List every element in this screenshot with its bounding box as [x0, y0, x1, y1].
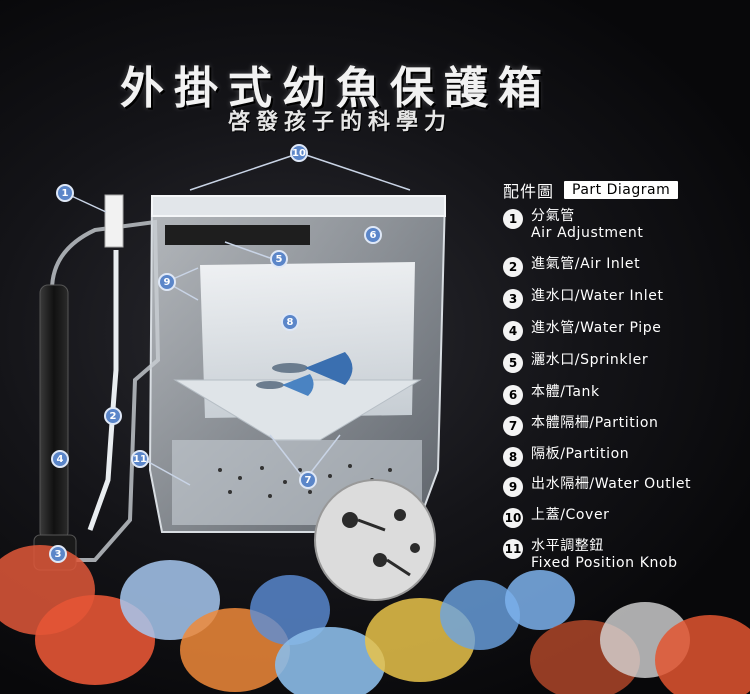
legend-label: 上蓋/Cover	[531, 507, 610, 523]
legend-item-9: 9 出水隔柵/Water Outlet	[503, 476, 691, 497]
legend-number: 10	[503, 508, 523, 528]
guppy-fish	[256, 352, 353, 396]
decorative-guppy-tails	[0, 545, 750, 694]
legend-label: 進氣管/Air Inlet	[531, 256, 641, 272]
part-legend: 配件圖 Part Diagram 1 分氣管 Air Adjustment 2 …	[503, 178, 743, 571]
legend-heading-en: Part Diagram	[564, 181, 679, 199]
callout-11: 11	[131, 450, 149, 468]
callout-7: 7	[299, 471, 317, 489]
legend-label-cn: 分氣管	[531, 208, 575, 224]
legend-label-cn: 水平調整鈕	[531, 538, 604, 554]
legend-item-11: 11 水平調整鈕 Fixed Position Knob	[503, 538, 678, 572]
legend-number: 2	[503, 257, 523, 277]
callout-4: 4	[51, 450, 69, 468]
legend-label: 本體/Tank	[531, 384, 600, 400]
legend-number: 11	[503, 539, 523, 559]
legend-number: 6	[503, 385, 523, 405]
callout-1: 1	[56, 184, 74, 202]
legend-item-5: 5 灑水口/Sprinkler	[503, 352, 648, 373]
legend-label-en: Fixed Position Knob	[531, 555, 678, 571]
callout-3: 3	[49, 545, 67, 563]
legend-label: 出水隔柵/Water Outlet	[531, 476, 692, 492]
callout-10: 10	[290, 144, 308, 162]
page-subtitle: 啓發孩子的科學力	[227, 110, 452, 135]
page-title: 外掛式幼魚保護箱	[120, 63, 552, 114]
legend-item-4: 4 進水管/Water Pipe	[503, 320, 661, 341]
legend-item-2: 2 進氣管/Air Inlet	[503, 256, 640, 277]
legend-item-10: 10 上蓋/Cover	[503, 507, 610, 528]
legend-label: 進水管/Water Pipe	[531, 320, 662, 336]
legend-label: 隔板/Partition	[531, 446, 630, 462]
legend-heading-cn: 配件圖	[503, 182, 555, 201]
legend-label: 本體隔柵/Partition	[531, 415, 659, 431]
hang-on-frame	[33, 194, 161, 571]
legend-heading: 配件圖 Part Diagram	[503, 178, 743, 202]
legend-number: 4	[503, 321, 523, 341]
legend-number: 3	[503, 289, 523, 309]
callout-9: 9	[158, 273, 176, 291]
legend-number: 5	[503, 353, 523, 373]
magnifier-detail	[314, 479, 436, 601]
legend-label: 進水口/Water Inlet	[531, 288, 664, 304]
legend-label-en: Air Adjustment	[531, 225, 644, 241]
callout-8: 8	[281, 313, 299, 331]
legend-number: 8	[503, 447, 523, 467]
legend-item-8: 8 隔板/Partition	[503, 446, 629, 467]
legend-item-6: 6 本體/Tank	[503, 384, 600, 405]
legend-number: 1	[503, 209, 523, 229]
legend-item-7: 7 本體隔柵/Partition	[503, 415, 658, 436]
callout-6: 6	[364, 226, 382, 244]
callout-5: 5	[270, 250, 288, 268]
legend-number: 9	[503, 477, 523, 497]
leader-lines	[64, 152, 411, 486]
legend-item-1: 1 分氣管 Air Adjustment	[503, 208, 643, 242]
legend-label: 灑水口/Sprinkler	[531, 352, 649, 368]
legend-item-3: 3 進水口/Water Inlet	[503, 288, 664, 309]
legend-number: 7	[503, 416, 523, 436]
callout-2: 2	[104, 407, 122, 425]
